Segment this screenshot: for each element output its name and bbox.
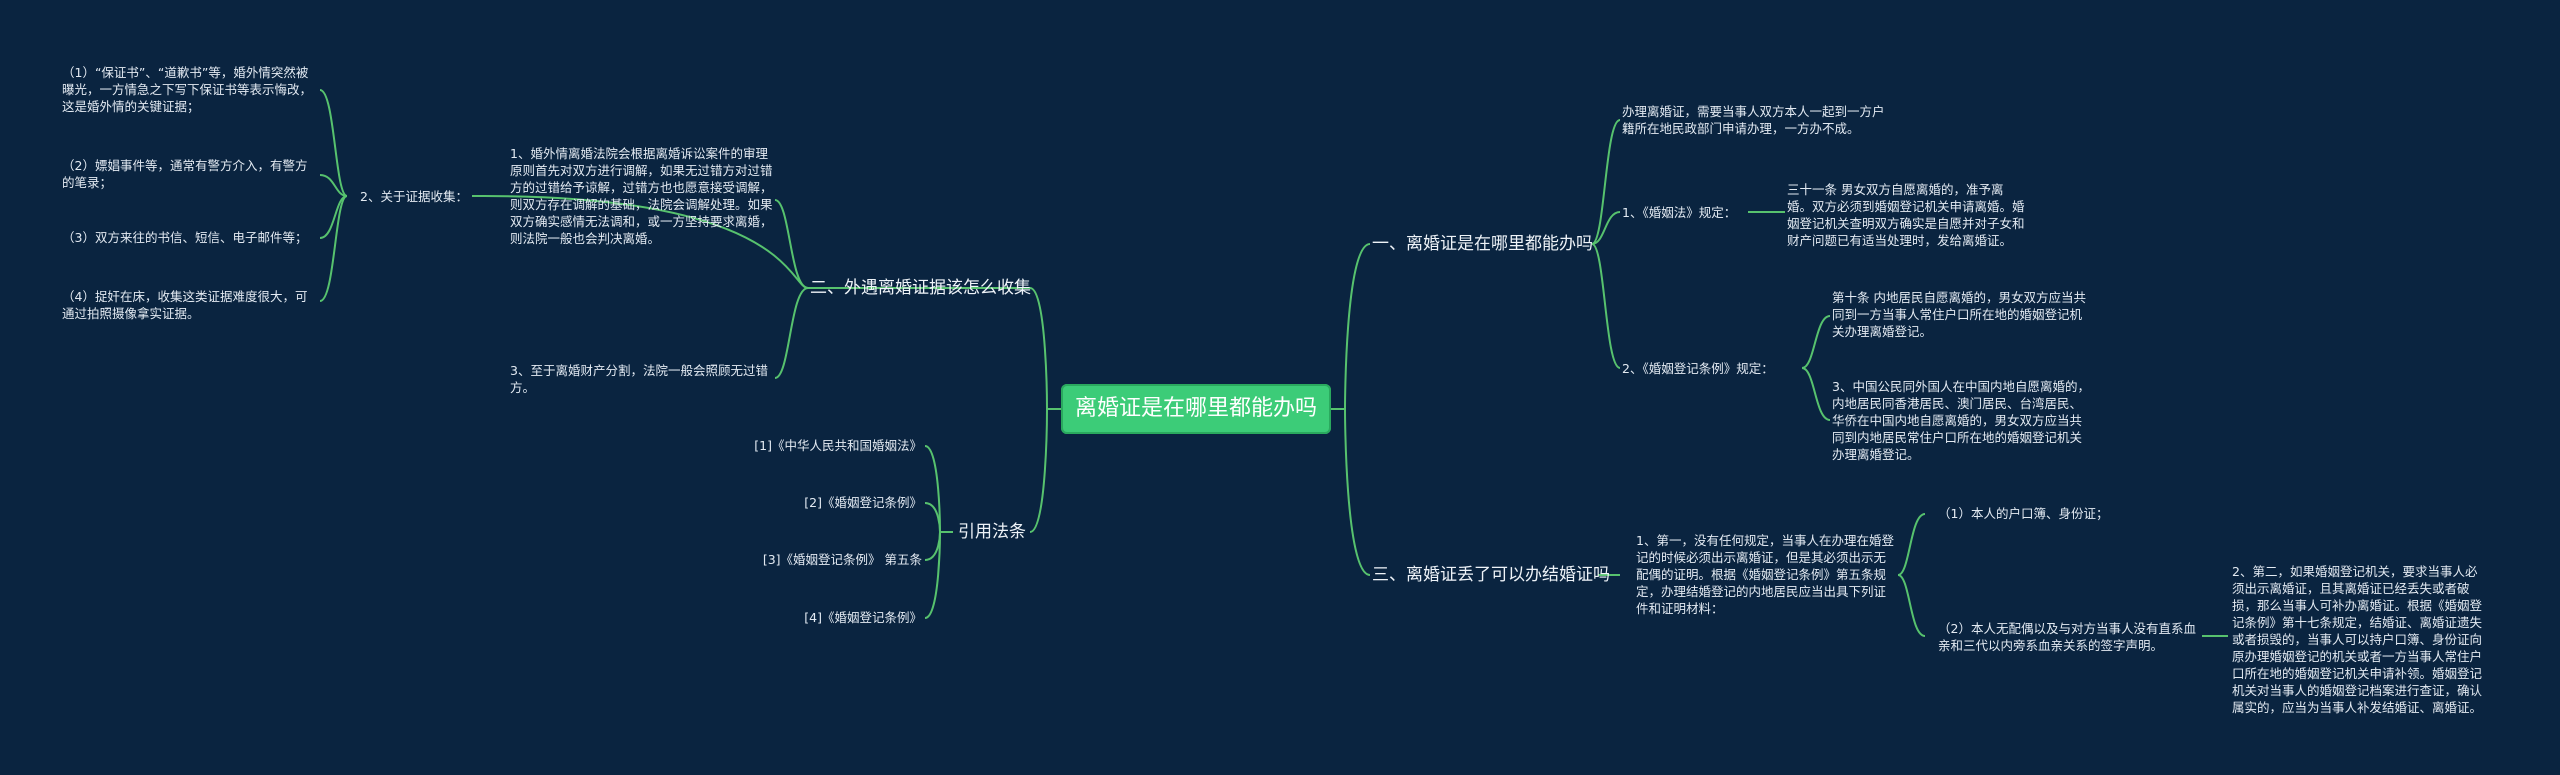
link-b2-evidence	[483, 195, 809, 289]
link-root-b4	[1029, 408, 1061, 533]
link-b1-marriage-law	[1591, 211, 1621, 245]
link-b2-item1	[774, 199, 1030, 289]
b1-marriage-law-text: 三十一条 男女双方自愿离婚的，准予离婚。双方必须到婚姻登记机关申请离婚。婚姻登记…	[1787, 182, 2025, 248]
link-root-b3	[1331, 408, 1371, 576]
link-evidence-4	[319, 195, 348, 302]
ref-item-1[interactable]: [1]《中华人民共和国婚姻法》	[754, 438, 922, 453]
b1-marriage-law-label: 1、《婚姻法》规定：	[1622, 205, 1737, 220]
ref-item-4[interactable]: [4]《婚姻登记条例》	[804, 610, 922, 625]
branch-b3-title[interactable]: 三、离婚证丢了可以办结婚证吗	[1372, 565, 1610, 585]
link-b4-ref3	[924, 531, 941, 561]
link-b1-intro	[1591, 119, 1621, 245]
branch-b4-title[interactable]: 引用法条	[958, 522, 1026, 542]
b3-second: 2、第二，如果婚姻登记机关，要求当事人必须出示离婚证，且其离婚证已经丢失或者破损…	[2232, 564, 2483, 715]
b1-intro: 办理离婚证，需要当事人双方本人一起到一方户籍所在地民政部门申请办理，一方办不成。	[1622, 104, 1885, 136]
link-root-b2	[1029, 287, 1061, 410]
b2-evidence-label: 2、关于证据收集：	[360, 189, 468, 204]
evidence-item-1: （1）“保证书”、“道歉书”等，婚外情突然被曝光，一方情急之下写下保证书等表示悔…	[62, 65, 313, 114]
evidence-item-3: （3）双方来往的书信、短信、电子邮件等；	[62, 230, 308, 245]
evidence-item-2: （2）嫖娼事件等，通常有警方介入，有警方的笔录；	[62, 158, 308, 190]
evidence-item-4: （4）捉奸在床，收集这类证据难度很大，可通过拍照摄像拿实证据。	[62, 289, 308, 321]
ref-item-2[interactable]: [2]《婚姻登记条例》	[804, 495, 922, 510]
branch-b1-title[interactable]: 一、离婚证是在哪里都能办吗	[1372, 234, 1593, 254]
b1-reg-label: 2、《婚姻登记条例》规定：	[1622, 361, 1774, 376]
branch-b2-title[interactable]: 二、外遇离婚证据该怎么收集	[810, 278, 1031, 298]
b3-sub1: （1）本人的户口簿、身份证；	[1938, 506, 2109, 521]
ref-item-3[interactable]: [3]《婚姻登记条例》 第五条	[762, 552, 922, 567]
b3-first: 1、第一，没有任何规定，当事人在办理在婚登记的时候必须出示离婚证，但是其必须出示…	[1636, 533, 1894, 616]
b1-reg-art10: 第十条 内地居民自愿离婚的，男女双方应当共同到一方当事人常住户口所在地的婚姻登记…	[1832, 290, 2086, 339]
root-node[interactable]: 离婚证是在哪里都能办吗	[1061, 384, 1331, 434]
link-first-sub1	[1897, 513, 1926, 576]
link-first-sub2	[1897, 574, 1926, 637]
link-reg-art10	[1801, 315, 1831, 369]
link-b4-ref4	[924, 531, 941, 619]
link-evidence-1	[319, 89, 348, 197]
b1-reg-item3: 3、中国公民同外国人在中国内地自愿离婚的，内地居民同香港居民、澳门居民、台湾居民…	[1832, 379, 2090, 462]
link-evidence-2	[319, 174, 348, 197]
link-b1-reg	[1591, 243, 1621, 369]
link-b4-ref2	[924, 502, 941, 533]
link-root-b1	[1331, 243, 1371, 410]
link-b2-item3	[774, 287, 809, 379]
link-reg-item3	[1801, 367, 1831, 421]
b2-item1: 1、婚外情离婚法院会根据离婚诉讼案件的审理原则首先对双方进行调解，如果无过错方对…	[510, 146, 773, 246]
b2-item3: 3、至于离婚财产分割，法院一般会照顾无过错方。	[510, 363, 768, 395]
b3-sub2: （2）本人无配偶以及与对方当事人没有直系血亲和三代以内旁系血亲关系的签字声明。	[1938, 621, 2196, 653]
